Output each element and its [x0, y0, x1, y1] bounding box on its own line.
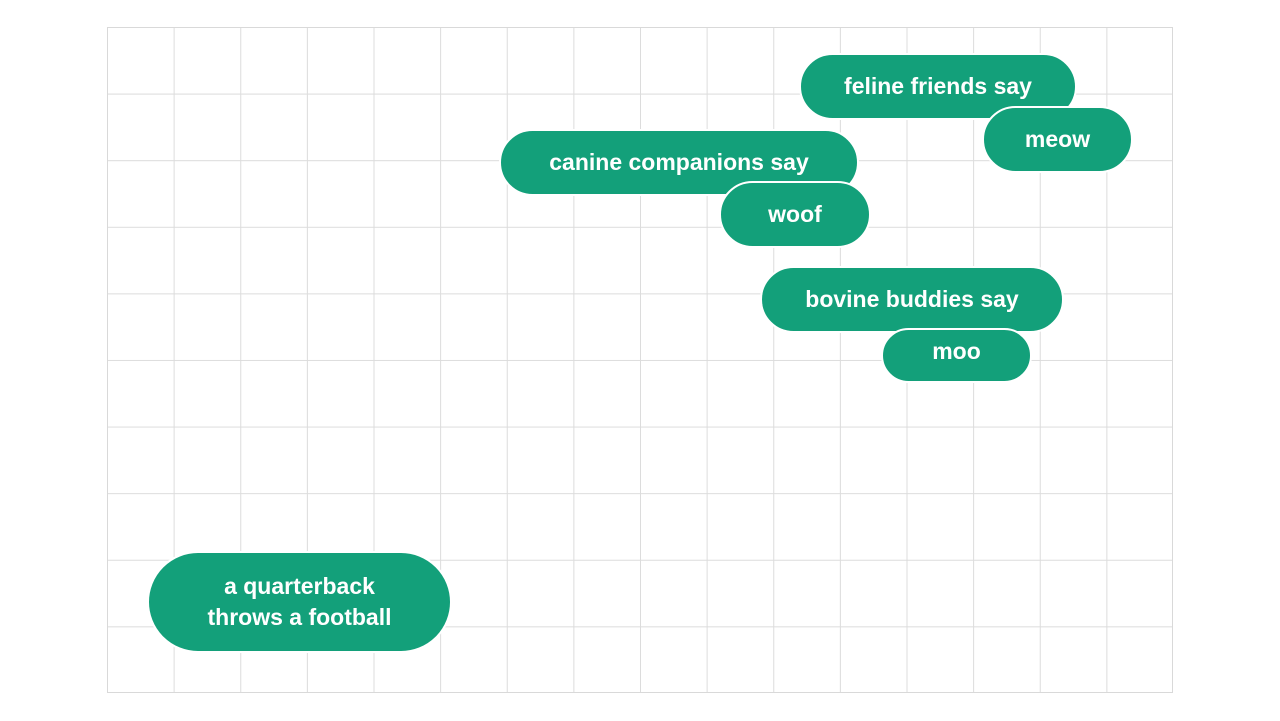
label-feline-friends-say: feline friends say [799, 53, 1077, 120]
label-woof: woof [719, 181, 871, 248]
meow-text: meow [1024, 126, 1091, 152]
label-canine-companions-say: canine companions say [499, 129, 859, 196]
quarterback-line-1: a quarterback [224, 573, 375, 599]
quarterback-line-2: throws a football [207, 604, 392, 630]
woof-text: woof [768, 201, 822, 227]
bovine-phrase-text: bovine buddies say [805, 286, 1019, 312]
moo-text: moo [932, 338, 981, 364]
canine-phrase-text: canine companions say [549, 149, 809, 175]
label-meow: meow [982, 106, 1133, 173]
label-quarterback-throws-football: a quarterback throws a football [147, 551, 452, 653]
label-moo: moo [881, 328, 1032, 383]
feline-phrase-text: feline friends say [844, 73, 1032, 99]
label-bovine-buddies-say: bovine buddies say [760, 266, 1064, 333]
quarterback-text: a quarterback throws a football [208, 571, 392, 633]
